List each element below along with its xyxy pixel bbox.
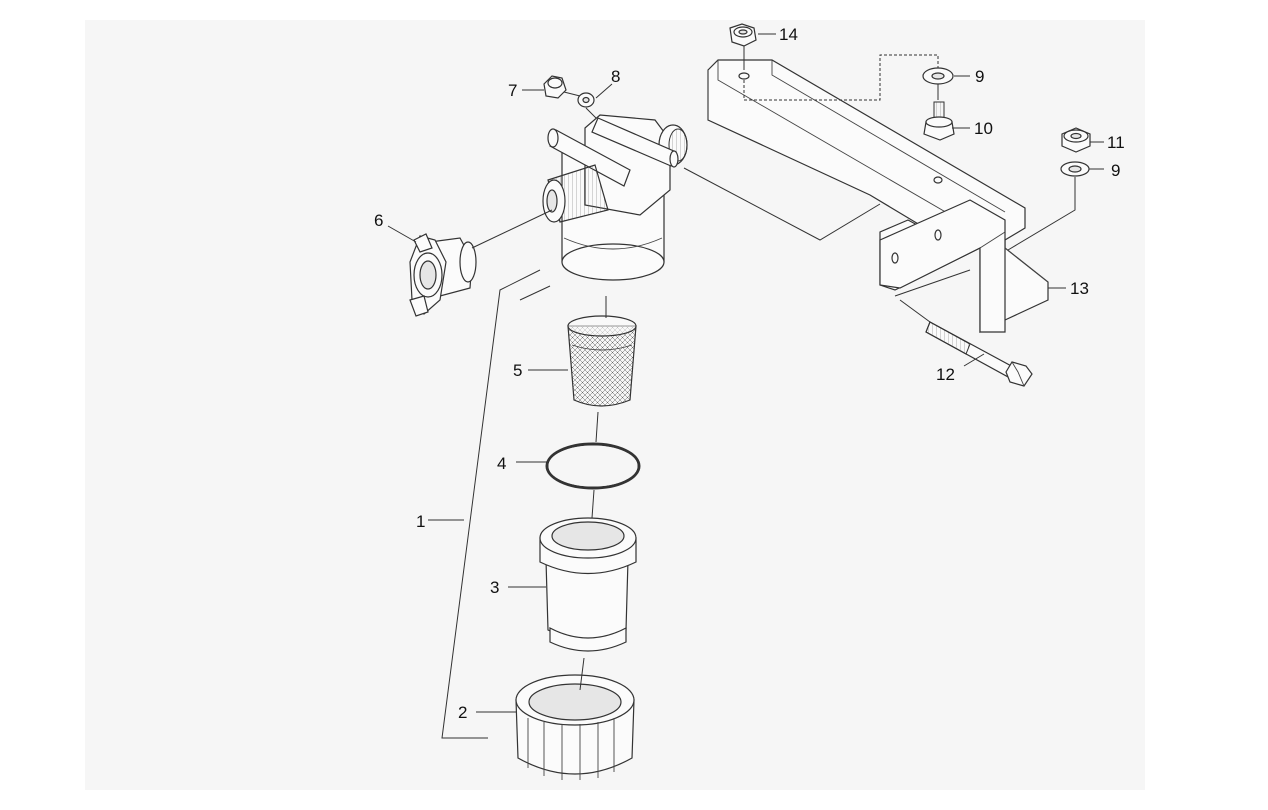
bracket-hole xyxy=(933,176,943,184)
bracket-hole xyxy=(738,72,750,80)
leader-lines xyxy=(387,33,1104,739)
washer-top xyxy=(922,67,954,85)
label-part-6: 6 xyxy=(374,211,383,230)
label-part-7: 7 xyxy=(508,81,517,100)
label-part-11: 11 xyxy=(1107,133,1125,152)
bowl-ring-nut xyxy=(515,674,635,780)
label-part-5: 5 xyxy=(513,361,522,380)
hose-coupling xyxy=(409,233,477,317)
bolt-long xyxy=(925,321,1033,387)
label-part-13: 13 xyxy=(1070,279,1089,298)
bracket-hole xyxy=(934,229,942,241)
label-part-4: 4 xyxy=(497,454,506,473)
part-labels: 1 2 3 4 5 6 7 8 9 9 10 11 12 13 14 xyxy=(374,25,1125,722)
label-part-9-top: 9 xyxy=(975,67,984,86)
strainer-mesh xyxy=(567,315,637,407)
label-part-8: 8 xyxy=(611,67,620,86)
washer-right xyxy=(1060,161,1090,177)
label-part-1: 1 xyxy=(416,512,425,531)
o-ring xyxy=(545,442,641,490)
bracket-hole xyxy=(891,252,899,264)
label-part-3: 3 xyxy=(490,578,499,597)
nut-right xyxy=(1061,127,1091,153)
cap-nut-small xyxy=(543,75,567,99)
filter-bowl xyxy=(539,517,637,652)
label-part-12: 12 xyxy=(936,365,955,384)
mounting-bracket xyxy=(707,59,1049,333)
label-part-10: 10 xyxy=(974,119,993,138)
label-part-2: 2 xyxy=(458,703,467,722)
label-part-14: 14 xyxy=(779,25,798,44)
screw-short xyxy=(923,101,955,141)
label-part-9-right: 9 xyxy=(1111,161,1120,180)
filter-housing xyxy=(542,114,688,281)
washer-small xyxy=(577,92,595,108)
nut-top xyxy=(729,23,757,47)
